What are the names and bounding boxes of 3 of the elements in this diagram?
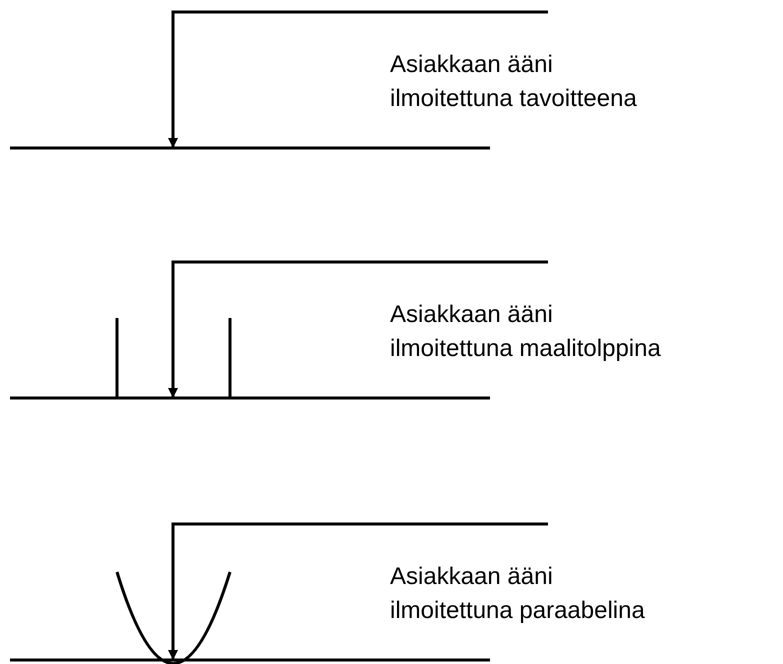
caption-text: Asiakkaan ääni ilmoitettuna paraabelina [390,562,645,626]
caption-text: Asiakkaan ääni ilmoitettuna maalitolppina [390,300,661,364]
caption-text: Asiakkaan ääni ilmoitettuna tavoitteena [390,50,637,114]
